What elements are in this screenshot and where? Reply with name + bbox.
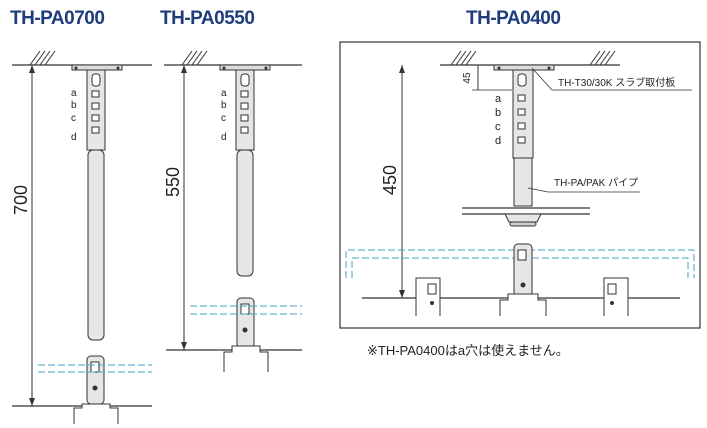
usage-note: ※TH-PA0400はa穴は使えません。	[367, 343, 569, 358]
pa0550-base	[223, 345, 269, 372]
title-th-pa0550: TH-PA0550	[160, 8, 255, 29]
pa0400-label-b: b	[495, 107, 501, 119]
pa0550-dashed-lines	[190, 305, 302, 315]
pa0400-label-a: a	[495, 93, 502, 105]
pa0550-label-a: a	[221, 88, 227, 99]
pa0700-hole-a	[91, 90, 100, 98]
pa0400-hole-b	[517, 108, 526, 116]
pa0550-label-c: c	[221, 113, 226, 124]
pa0550-ceiling-hatch	[181, 50, 208, 66]
pa0550-hole-a	[240, 90, 249, 98]
pa0700-dashed-lines	[38, 364, 152, 373]
pa0550-hole-c	[240, 114, 249, 122]
pa0400-slab-plate	[493, 64, 555, 71]
pa0550-drawing: a b c d 550	[163, 50, 302, 372]
pa0400-lower-pipe	[513, 157, 533, 207]
pa0400-gap-label: 45	[462, 72, 473, 84]
pa0700-lower-pipe	[87, 149, 105, 341]
pa0700-slab-plate	[71, 64, 123, 71]
pa0400-slab-leader	[531, 67, 553, 91]
title-th-pa0400: TH-PA0400	[466, 8, 561, 29]
pa0700-hole-b	[91, 102, 100, 110]
pa0400-hole-a	[517, 94, 526, 102]
pa0550-label-d: d	[221, 132, 227, 143]
pa0550-hole-d	[240, 126, 249, 134]
pa0700-label-b: b	[71, 100, 77, 111]
pa0400-height-label: 450	[380, 165, 400, 195]
pa0700-label-d: d	[71, 132, 77, 143]
pa0400-pipe-label: TH-PA/PAK パイプ	[554, 177, 638, 189]
pa0400-frame	[339, 41, 701, 329]
pa0550-height-label: 550	[163, 167, 183, 197]
pa0700-height-label: 700	[11, 185, 31, 215]
pa0550-hole-b	[240, 102, 249, 110]
pa0400-flange	[504, 213, 542, 223]
pa0400-hole-c	[517, 122, 526, 130]
pa0400-pipe-leader	[527, 187, 549, 193]
pa0400-drawing: 45 a b c d TH-T30/30K スラブ取付板 TH-PA/PAK パ…	[339, 41, 701, 329]
pa0400-hole-d	[517, 136, 526, 144]
pa0700-label-c: c	[71, 113, 76, 124]
pa0700-label-a: a	[71, 88, 77, 99]
pa0550-label-b: b	[221, 100, 227, 111]
pa0550-lower-pipe	[236, 149, 254, 277]
pa0550-slab-plate	[219, 64, 271, 71]
pa0700-drawing: a b c d 700	[11, 50, 152, 424]
pa0700-ceiling-hatch	[29, 50, 56, 66]
pa0400-center-base	[499, 293, 547, 316]
pa0700-hole-d	[91, 126, 100, 134]
pa0400-ceiling-hatch	[450, 50, 616, 66]
title-th-pa0700: TH-PA0700	[10, 8, 105, 29]
pa0700-hole-c	[91, 114, 100, 122]
pa0700-base	[73, 403, 119, 424]
pa0400-slab-plate-label: TH-T30/30K スラブ取付板	[558, 76, 675, 89]
pa0400-label-d: d	[495, 135, 501, 147]
pa0400-label-c: c	[495, 121, 501, 133]
